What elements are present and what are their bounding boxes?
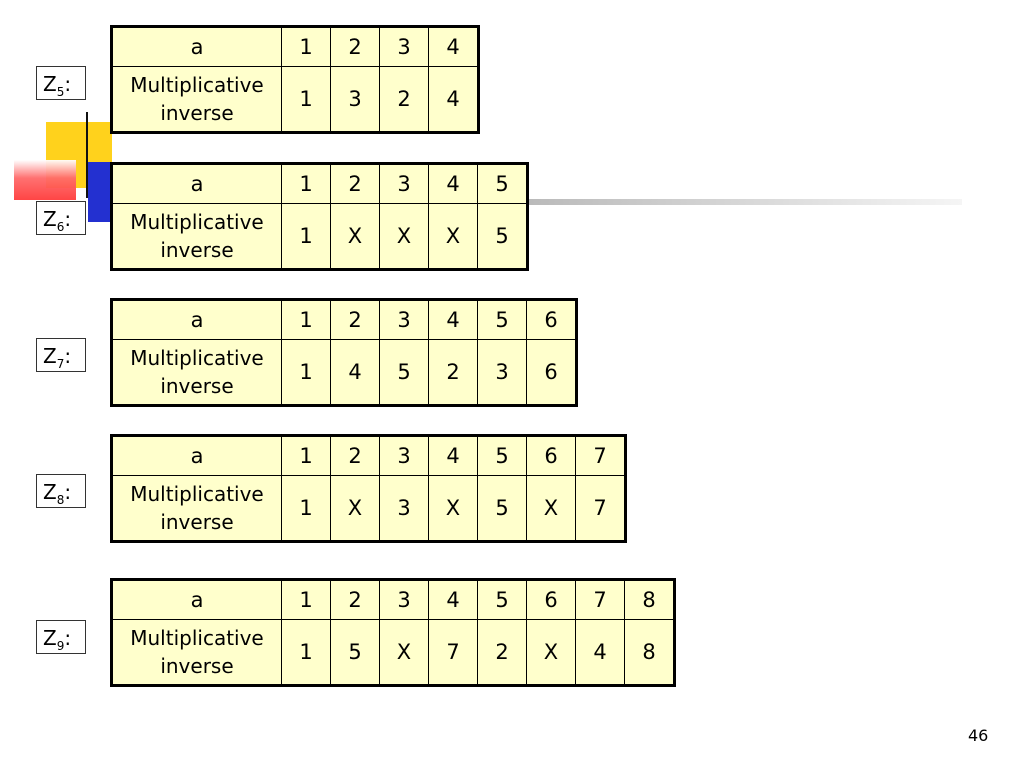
cell-a: 5 [477, 579, 527, 620]
cell-inverse: 4 [330, 339, 380, 406]
cell-a: 4 [428, 26, 479, 67]
row-header-a: a [111, 579, 282, 620]
cell-a: 1 [281, 299, 331, 340]
cell-a: 8 [624, 579, 675, 620]
decor-horizontal-rule [112, 199, 962, 205]
page-number: 46 [968, 726, 989, 745]
cell-a: 3 [379, 163, 429, 204]
cell-a: 2 [330, 579, 380, 620]
cell-inverse: 5 [477, 203, 528, 270]
cell-a: 5 [477, 299, 527, 340]
cell-inverse: 2 [428, 339, 478, 406]
cell-inverse: 1 [281, 66, 331, 133]
cell-inverse: 5 [330, 619, 380, 686]
cell-a: 7 [575, 435, 626, 476]
cell-a: 2 [330, 163, 380, 204]
cell-inverse: 6 [526, 339, 577, 406]
cell-inverse: 5 [477, 475, 527, 542]
ring-modulus: 7 [56, 357, 65, 371]
cell-inverse: X [379, 203, 429, 270]
cell-inverse: 1 [281, 619, 331, 686]
cell-a: 4 [428, 299, 478, 340]
cell-a: 5 [477, 435, 527, 476]
cell-inverse: 1 [281, 475, 331, 542]
decor-red-square [14, 160, 76, 200]
cell-a: 6 [526, 579, 576, 620]
cell-inverse: 1 [281, 203, 331, 270]
row-header-a: a [111, 299, 282, 340]
ring-label-z6: Z6: [36, 201, 86, 235]
cell-inverse: 4 [428, 66, 479, 133]
cell-inverse: X [526, 475, 576, 542]
cell-a: 3 [379, 26, 429, 67]
cell-inverse: 1 [281, 339, 331, 406]
cell-a: 2 [330, 26, 380, 67]
cell-a: 4 [428, 163, 478, 204]
cell-a: 6 [526, 435, 576, 476]
ring-modulus: 9 [56, 639, 65, 653]
cell-a: 1 [281, 579, 331, 620]
cell-a: 4 [428, 435, 478, 476]
cell-inverse: X [379, 619, 429, 686]
cell-a: 7 [575, 579, 625, 620]
decor-vertical-line [86, 112, 88, 198]
cell-inverse: 3 [477, 339, 527, 406]
cell-inverse: 7 [575, 475, 626, 542]
row-header-a: a [111, 163, 282, 204]
ring-label-z5: Z5: [36, 66, 86, 100]
cell-a: 1 [281, 435, 331, 476]
ring-label-z9: Z9: [36, 620, 86, 654]
cell-a: 3 [379, 299, 429, 340]
ring-modulus: 5 [56, 85, 65, 99]
cell-inverse: 3 [330, 66, 380, 133]
cell-a: 6 [526, 299, 577, 340]
cell-inverse: X [428, 475, 478, 542]
ring-label-z8: Z8: [36, 474, 86, 508]
cell-a: 5 [477, 163, 528, 204]
ring-modulus: 6 [56, 220, 65, 234]
cell-a: 2 [330, 299, 380, 340]
row-header-a: a [111, 26, 282, 67]
cell-inverse: 8 [624, 619, 675, 686]
cell-inverse: 5 [379, 339, 429, 406]
cell-a: 2 [330, 435, 380, 476]
cell-inverse: 2 [379, 66, 429, 133]
cell-a: 1 [281, 163, 331, 204]
row-header-a: a [111, 435, 282, 476]
cell-inverse: X [330, 203, 380, 270]
cell-a: 4 [428, 579, 478, 620]
cell-inverse: 4 [575, 619, 625, 686]
cell-inverse: 3 [379, 475, 429, 542]
cell-a: 1 [281, 26, 331, 67]
cell-inverse: X [330, 475, 380, 542]
cell-inverse: X [428, 203, 478, 270]
cell-a: 3 [379, 579, 429, 620]
cell-inverse: 7 [428, 619, 478, 686]
cell-a: 3 [379, 435, 429, 476]
cell-inverse: X [526, 619, 576, 686]
ring-label-z7: Z7: [36, 338, 86, 372]
cell-inverse: 2 [477, 619, 527, 686]
ring-modulus: 8 [56, 493, 65, 507]
